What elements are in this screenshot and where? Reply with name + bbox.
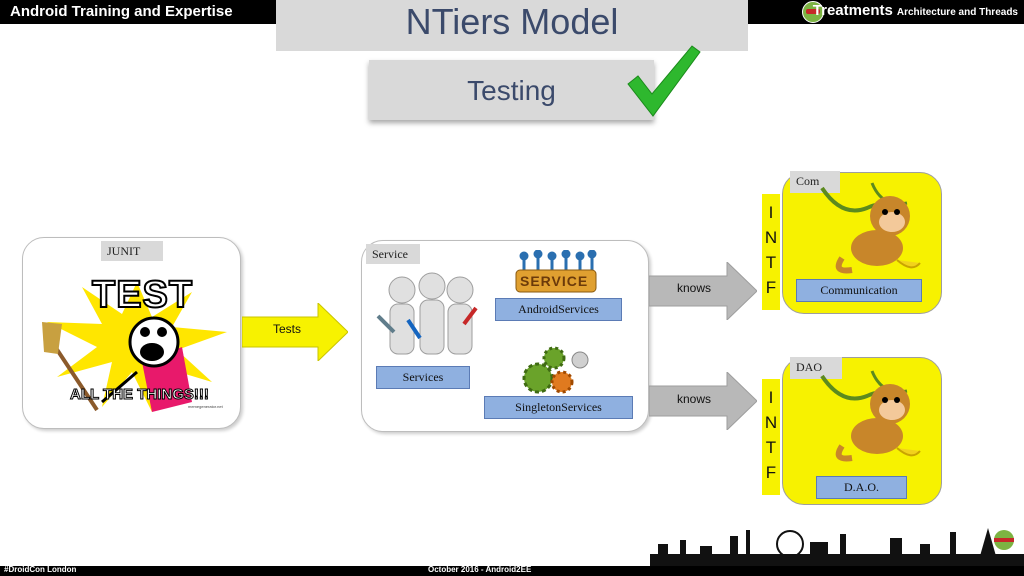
top-right-main: Treatments	[812, 2, 893, 19]
monkey-icon	[820, 182, 921, 274]
intf-bar-top: I N T F	[762, 194, 780, 310]
service-sign-text: SERVICE	[520, 273, 589, 289]
subtitle-box: Testing	[369, 60, 654, 120]
intf-bar-bottom: I N T F	[762, 379, 780, 495]
tests-arrow	[242, 303, 348, 361]
android-ninja-icon	[802, 1, 824, 23]
test-all-things-meme	[42, 282, 227, 412]
services-label: Services	[376, 366, 470, 389]
intf-letter: N	[764, 413, 778, 432]
page-title: NTiers Model	[405, 1, 619, 42]
singleton-services-label: SingletonServices	[484, 396, 633, 419]
title-box: NTiers Model	[276, 0, 748, 51]
junit-tag: JUNIT	[101, 241, 163, 261]
intf-letter: F	[765, 278, 777, 297]
service-tag: Service	[366, 244, 420, 264]
meme-credit: memegenerator.net	[188, 404, 223, 409]
tests-arrow-label: Tests	[273, 322, 302, 336]
intf-letter: I	[768, 388, 774, 407]
top-left-title: Android Training and Expertise	[10, 3, 233, 20]
knows-arrow-top-label: knows	[677, 281, 712, 295]
green-check-icon	[627, 45, 701, 117]
knows-arrow-bottom	[649, 372, 757, 430]
bottom-bar	[0, 566, 1024, 576]
top-right-sub: Architecture and Threads	[896, 7, 1018, 18]
com-tag: Com	[790, 171, 840, 193]
footer-left-text: #DroidCon London	[4, 565, 77, 574]
knows-arrow-bottom-label: knows	[677, 392, 712, 406]
intf-letter: I	[768, 203, 774, 222]
intf-letter: T	[765, 438, 777, 457]
android-services-label: AndroidServices	[495, 298, 622, 321]
london-skyline-icon	[650, 528, 1024, 568]
monkey-icon	[820, 370, 921, 462]
gears-icon	[522, 346, 589, 394]
meme-top-text: TEST	[91, 273, 194, 317]
service-sign-icon	[515, 250, 597, 293]
intf-letter: T	[765, 253, 777, 272]
meme-bottom-text: ALL THE THINGS!!!	[70, 386, 210, 404]
dao-label: D.A.O.	[816, 476, 907, 499]
intf-letter: N	[764, 228, 778, 247]
team-people-icon	[376, 272, 478, 355]
communication-label: Communication	[796, 279, 922, 302]
knows-arrow-top	[649, 262, 757, 320]
intf-letter: F	[765, 463, 777, 482]
page-subtitle: Testing	[467, 75, 556, 106]
footer-center-text: October 2016 - Android2EE	[428, 565, 532, 574]
dao-tag: DAO	[790, 357, 842, 379]
